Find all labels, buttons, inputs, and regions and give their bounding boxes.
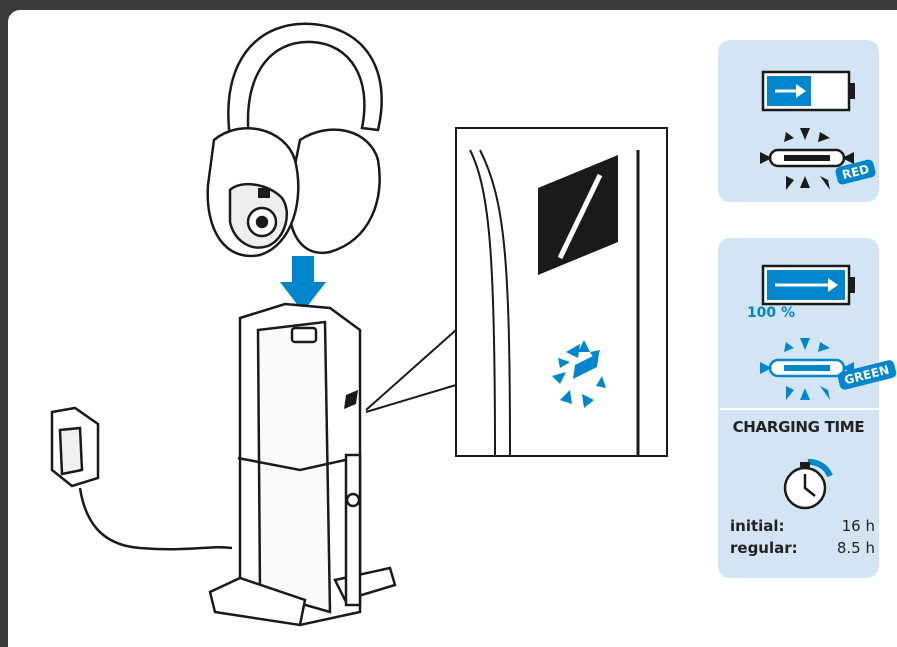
led-blinking-green-icon [760,338,854,400]
battery-charging-icon [763,72,855,110]
charging-time-initial-row: initial: 16 h [730,517,875,535]
regular-label: regular: [730,539,798,557]
battery-full-icon [763,266,855,304]
charging-time-regular-row: regular: 8.5 h [730,539,875,557]
battery-percent-label: 100 % [718,305,824,321]
regular-value: 8.5 h [837,539,875,557]
panel-divider [720,408,879,410]
charging-time-title: CHARGING TIME [718,418,879,436]
clock-icon [785,462,830,508]
initial-value: 16 h [842,517,875,535]
initial-label: initial: [730,517,785,535]
